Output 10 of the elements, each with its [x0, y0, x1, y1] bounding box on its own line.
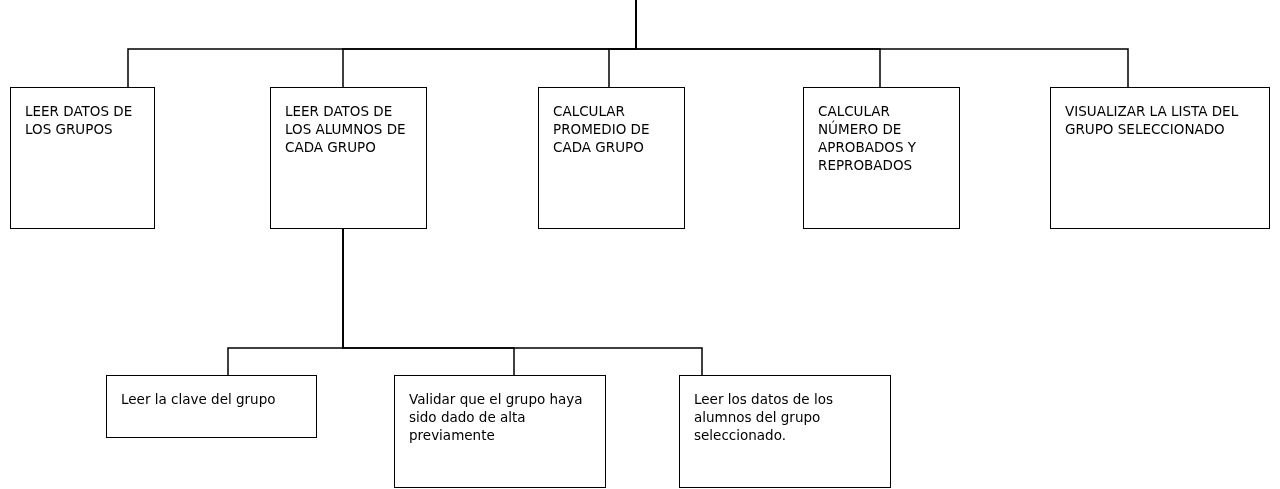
process-box: CALCULAR PROMEDIO DE CADA GRUPO: [538, 87, 685, 229]
process-box: Validar que el grupo haya sido dado de alta previamente: [394, 375, 606, 488]
process-box: LEER DATOS DE LOS ALUMNOS DE CADA GRUPO: [270, 87, 427, 229]
process-box: Leer la clave del grupo: [106, 375, 317, 438]
connector-line: [635, 0, 1129, 88]
connector-line: [342, 228, 703, 376]
process-box: Leer los datos de los alumnos del grupo seleccionado.: [679, 375, 891, 488]
process-box: CALCULAR NÚMERO DE APROBADOS Y REPROBADOS: [803, 87, 960, 229]
process-box: VISUALIZAR LA LISTA DEL GRUPO SELECCIONADO: [1050, 87, 1270, 229]
process-box: LEER DATOS DE LOS GRUPOS: [10, 87, 155, 229]
